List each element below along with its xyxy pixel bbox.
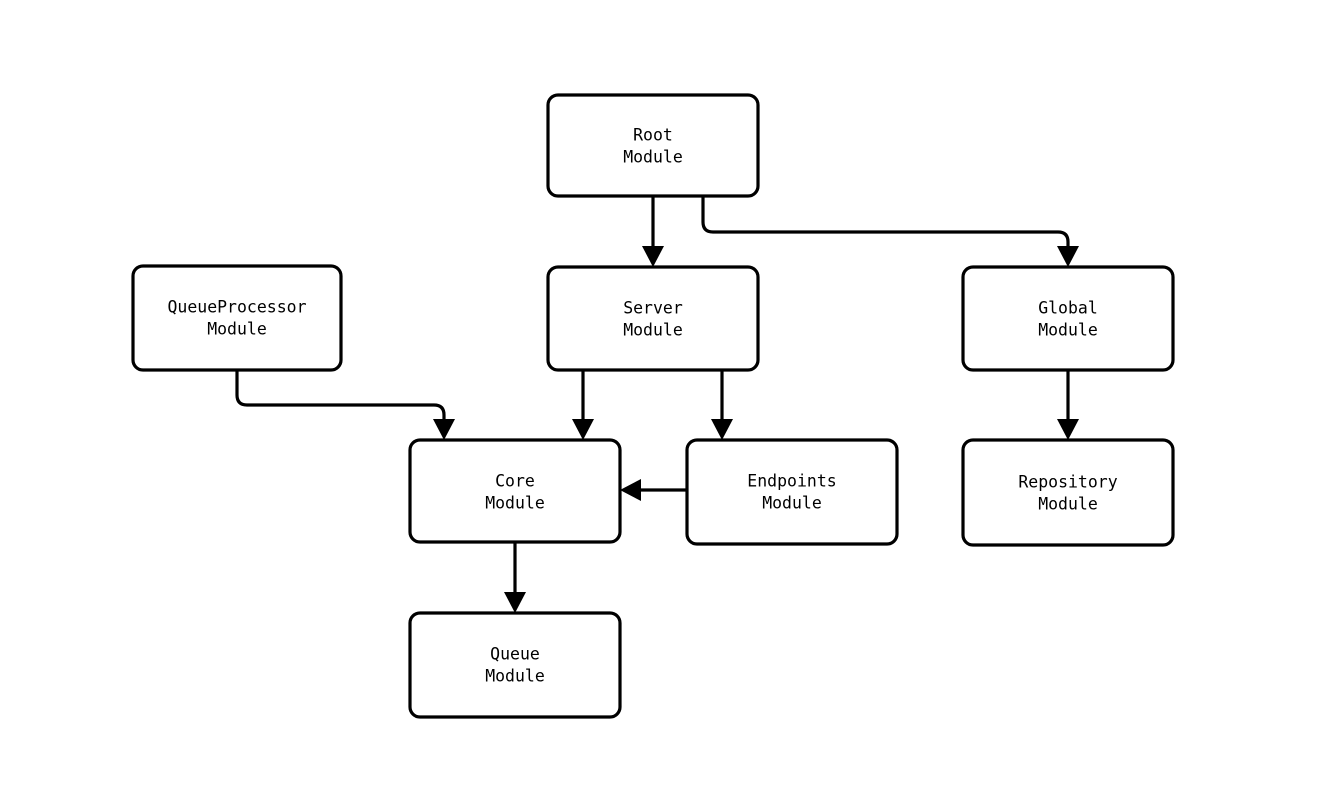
edge-queueprocessor-to-core-line — [235, 370, 446, 424]
node-repository-module-label-line2: Module — [1038, 495, 1098, 514]
node-repository-module-label-line1: Repository — [1018, 473, 1117, 492]
edge-server-to-core-arrowhead — [572, 419, 594, 440]
node-root-module-label-line1: Root — [633, 126, 673, 145]
node-global-module[interactable]: Global Module — [961, 265, 1175, 372]
edge-queueprocessor-to-core — [235, 370, 455, 440]
node-queue-module[interactable]: Queue Module — [408, 611, 622, 719]
node-core-module-label-line2: Module — [485, 494, 545, 513]
node-core-module-box[interactable] — [408, 438, 622, 544]
edge-endpoints-to-core — [620, 479, 687, 501]
node-server-module-label-line1: Server — [623, 299, 683, 318]
edge-root-to-server-arrowhead — [642, 246, 664, 267]
node-queueprocessor-module-box[interactable] — [131, 264, 343, 372]
edge-core-to-queue-arrowhead — [504, 592, 526, 613]
node-global-module-label-line1: Global — [1038, 299, 1098, 318]
node-root-module-label-line2: Module — [623, 148, 683, 167]
node-endpoints-module[interactable]: Endpoints Module — [685, 438, 899, 546]
edge-root-to-global — [701, 196, 1079, 267]
node-repository-module-box[interactable] — [961, 438, 1175, 547]
node-global-module-box[interactable] — [961, 265, 1175, 372]
node-core-module-label-line1: Core — [495, 472, 535, 491]
node-root-module[interactable]: Root Module — [546, 93, 760, 198]
node-server-module-box[interactable] — [546, 265, 760, 372]
edge-server-to-endpoints-arrowhead — [711, 419, 733, 440]
node-queue-module-label-line1: Queue — [490, 645, 540, 664]
node-endpoints-module-label-line2: Module — [762, 494, 822, 513]
node-global-module-label-line2: Module — [1038, 321, 1098, 340]
node-root-module-box[interactable] — [546, 93, 760, 198]
node-endpoints-module-box[interactable] — [685, 438, 899, 546]
node-queueprocessor-module-label-line1: QueueProcessor — [167, 298, 306, 317]
node-endpoints-module-label-line1: Endpoints — [747, 472, 836, 491]
edge-global-to-repository-arrowhead — [1057, 419, 1079, 440]
edge-queueprocessor-to-core-arrowhead — [433, 419, 455, 440]
edge-server-to-core — [572, 370, 594, 440]
edge-core-to-queue — [504, 542, 526, 613]
edge-root-to-global-line — [701, 196, 1070, 251]
node-queue-module-label-line2: Module — [485, 667, 545, 686]
node-repository-module[interactable]: Repository Module — [961, 438, 1175, 547]
node-server-module[interactable]: Server Module — [546, 265, 760, 372]
edge-global-to-repository — [1057, 370, 1079, 440]
node-queueprocessor-module-label-line2: Module — [207, 320, 267, 339]
node-server-module-label-line2: Module — [623, 321, 683, 340]
edge-root-to-server — [642, 196, 664, 267]
edge-server-to-endpoints — [711, 370, 733, 440]
node-queueprocessor-module[interactable]: QueueProcessor Module — [131, 264, 343, 372]
node-core-module[interactable]: Core Module — [408, 438, 622, 544]
node-queue-module-box[interactable] — [408, 611, 622, 719]
edge-root-to-global-arrowhead — [1057, 246, 1079, 267]
edge-endpoints-to-core-arrowhead — [620, 479, 641, 501]
